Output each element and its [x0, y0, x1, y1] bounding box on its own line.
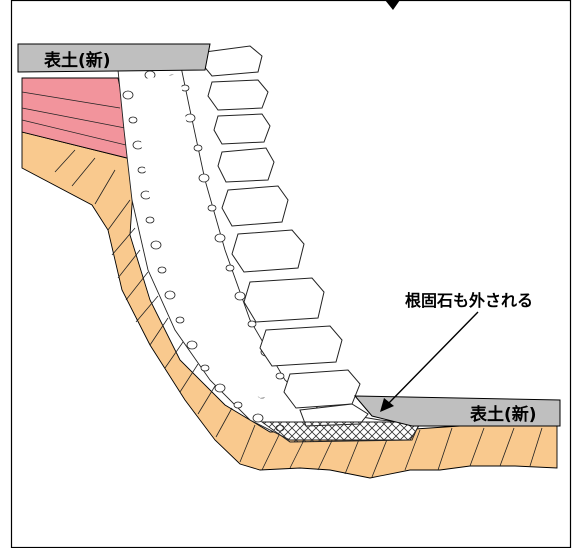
- topsoil-top-left: [17, 43, 211, 73]
- ground-layer: [21, 131, 558, 479]
- callout-label: 根固石も外される: [405, 291, 533, 310]
- topsoil-top-left-label: 表土(新): [44, 50, 111, 71]
- callout-arrowhead: [380, 398, 394, 412]
- excavated-void: [135, 74, 290, 398]
- callout-arrow-line: [385, 311, 479, 407]
- mesh-base: [260, 421, 421, 443]
- diamond-marker: [385, 0, 400, 10]
- topsoil-bottom-right-label: 表土(新): [470, 404, 537, 425]
- topsoil-bottom-right: [353, 395, 561, 427]
- retaining-stones: [201, 45, 369, 427]
